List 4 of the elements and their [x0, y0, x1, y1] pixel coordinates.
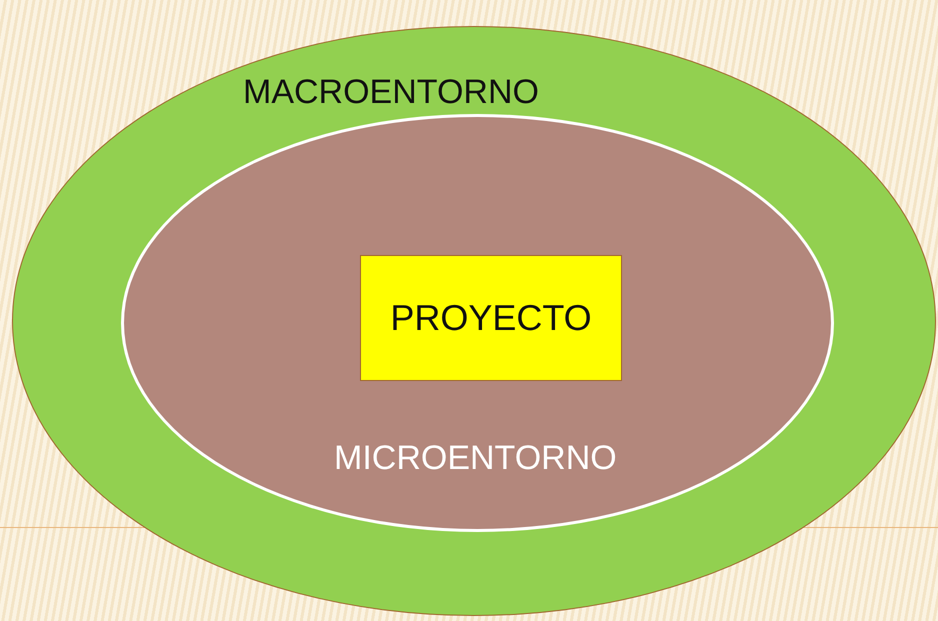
environment-label: MICROENTORNO [334, 439, 617, 478]
project-box [360, 255, 622, 381]
environment-label: MACROENTORNO [243, 73, 539, 112]
environment-label: PROYECTO [390, 297, 592, 339]
